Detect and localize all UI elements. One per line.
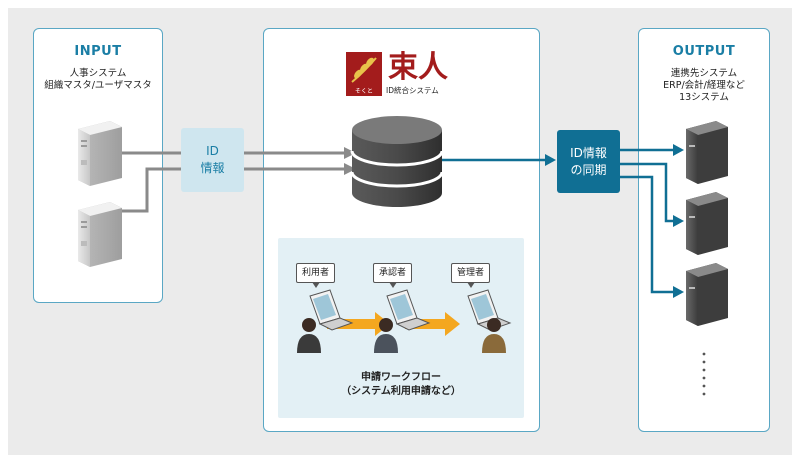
output-server-icon-1	[686, 121, 728, 184]
input-title: INPUT	[74, 44, 122, 59]
output-subtitle: 連携先システム ERP/会計/経理など 13システム	[639, 68, 769, 104]
sokuto-logo: そくと 束人 ID統合システム	[346, 52, 456, 96]
id-info-tag: ID 情報	[181, 128, 244, 192]
database-icon	[350, 116, 444, 207]
workflow-label-line1: 申請ワークフロー	[361, 372, 441, 383]
id-info-line2: 情報	[200, 161, 225, 175]
wheat-icon	[351, 57, 377, 83]
role-bubble-user: 利用者	[296, 263, 336, 288]
input-sub-line2: 組織マスタ/ユーザマスタ	[44, 80, 152, 91]
db-to-sync-arrow	[442, 154, 556, 166]
user-laptop-icon	[297, 289, 354, 353]
output-sub-line3: 13システム	[679, 92, 729, 103]
id-info-line1: ID	[206, 144, 219, 158]
approver-laptop-icon	[374, 289, 431, 353]
input-sub-line1: 人事システム	[69, 68, 127, 79]
output-arrows	[620, 144, 684, 298]
more-systems-dots	[702, 352, 706, 396]
admin-laptop-icon	[467, 289, 512, 353]
input-server-icon-2	[78, 202, 122, 267]
output-sub-line2: ERP/会計/経理など	[663, 80, 745, 91]
output-server-icon-3	[686, 263, 728, 326]
logo-tagline: ID統合システム	[386, 86, 439, 95]
id-sync-tag: ID情報 の同期	[557, 130, 620, 193]
logo-name: 束人	[388, 50, 448, 85]
logo-kana: そくと	[354, 88, 373, 95]
workflow-label-line2: （システム利用申請など）	[341, 386, 461, 397]
workflow-arrows	[327, 312, 460, 336]
output-sub-line1: 連携先システム	[670, 68, 738, 79]
output-server-icon-2	[686, 192, 728, 255]
id-sync-line1: ID情報	[570, 145, 607, 160]
logo-mark-icon: そくと	[346, 52, 382, 96]
input-server-icon-1	[78, 121, 122, 186]
input-subtitle: 人事システム 組織マスタ/ユーザマスタ	[34, 68, 162, 92]
workflow-label: 申請ワークフロー （システム利用申請など）	[278, 371, 524, 399]
role-bubble-admin: 管理者	[451, 263, 491, 288]
id-sync-line2: の同期	[570, 162, 607, 177]
output-title: OUTPUT	[672, 44, 736, 59]
role-bubble-approver: 承認者	[373, 263, 413, 288]
